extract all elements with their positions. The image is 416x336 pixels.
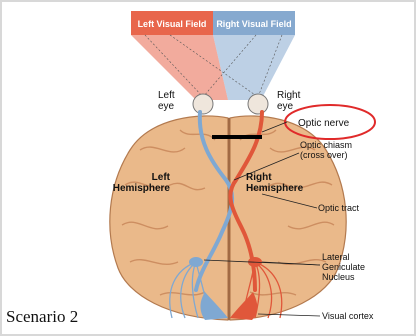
- optic-nerve-label: Optic nerve: [298, 118, 350, 129]
- right-visual-field-label: Right Visual Field: [216, 19, 291, 29]
- optic-chiasm-label: Optic chiasm(cross over): [300, 140, 352, 160]
- left-visual-field-label: Left Visual Field: [138, 19, 207, 29]
- visual-cortex-label: Visual cortex: [322, 311, 374, 321]
- left-lgn-marker: [189, 257, 203, 267]
- right-eye: [248, 94, 268, 114]
- left-eye: [193, 94, 213, 114]
- left-field-cone: [131, 35, 228, 100]
- optic-tract-label: Optic tract: [318, 203, 360, 213]
- scenario-caption: Scenario 2: [6, 307, 78, 327]
